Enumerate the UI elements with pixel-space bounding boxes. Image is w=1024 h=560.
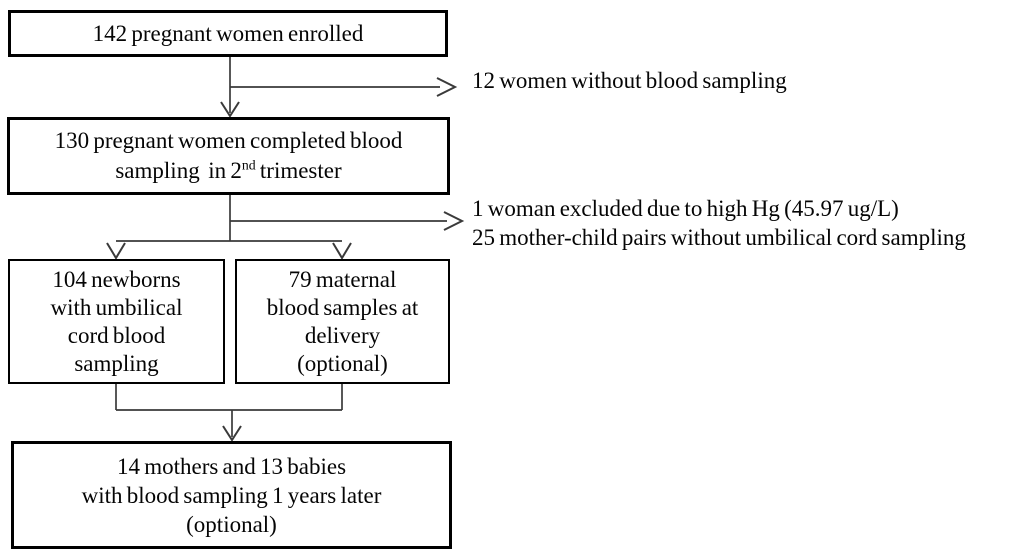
box-completed-ordinal-sup: nd xyxy=(241,157,256,173)
box-enrolled-text: 142 pregnant women enrolled xyxy=(92,21,364,46)
arrow-to-followup-icon xyxy=(222,410,242,442)
box-enrolled: 142 pregnant women enrolled xyxy=(8,10,448,57)
box-completed-line2-post: trimester xyxy=(255,158,342,183)
arrow-to-maternal-icon xyxy=(332,242,352,260)
box-maternal: 79 maternal blood samples at delivery (o… xyxy=(235,259,450,384)
arrow-exclusion-pairs-icon xyxy=(230,211,465,231)
exclusion-note-2-line2: 25 mother-child pairs without umbilical … xyxy=(472,225,966,250)
exclusion-note-2-line1: 1 woman excluded due to high Hg (45.97 u… xyxy=(472,196,899,221)
exclusion-note-1: 12 women without blood sampling xyxy=(472,66,787,95)
box-followup-line2: with blood sampling 1 years later xyxy=(81,482,382,508)
box-maternal-line3: delivery xyxy=(304,322,381,348)
arrow-exclusion-women-icon xyxy=(230,77,458,97)
box-followup: 14 mothers and 13 babies with blood samp… xyxy=(11,441,452,549)
box-newborns: 104 newborns with umbilical cord blood s… xyxy=(8,259,225,384)
box-followup-line3: (optional) xyxy=(186,511,277,537)
box-maternal-line1: 79 maternal xyxy=(288,266,397,292)
arrow-enrolled-down-icon xyxy=(220,57,240,118)
exclusion-note-2: 1 woman excluded due to high Hg (45.97 u… xyxy=(472,194,966,252)
box-newborns-line2: with umbilical xyxy=(50,294,183,320)
box-followup-line1: 14 mothers and 13 babies xyxy=(116,453,347,479)
merge-lines xyxy=(115,383,343,411)
box-maternal-line2: blood samples at xyxy=(266,294,419,320)
box-maternal-line4: (optional) xyxy=(297,350,388,376)
box-newborns-line4: sampling xyxy=(74,350,159,376)
box-completed-line2-pre: sampling in 2 xyxy=(115,158,242,183)
box-completed-line1: 130 pregnant women completed blood xyxy=(54,128,403,153)
exclusion-note-1-line1: 12 women without blood sampling xyxy=(472,68,787,93)
box-newborns-line3: cord blood xyxy=(67,322,166,348)
arrow-to-newborns-icon xyxy=(106,242,126,260)
box-completed-line2: sampling in 2nd trimester xyxy=(115,156,341,186)
box-completed: 130 pregnant women completed blood sampl… xyxy=(7,117,450,195)
box-newborns-line1: 104 newborns xyxy=(52,266,181,292)
